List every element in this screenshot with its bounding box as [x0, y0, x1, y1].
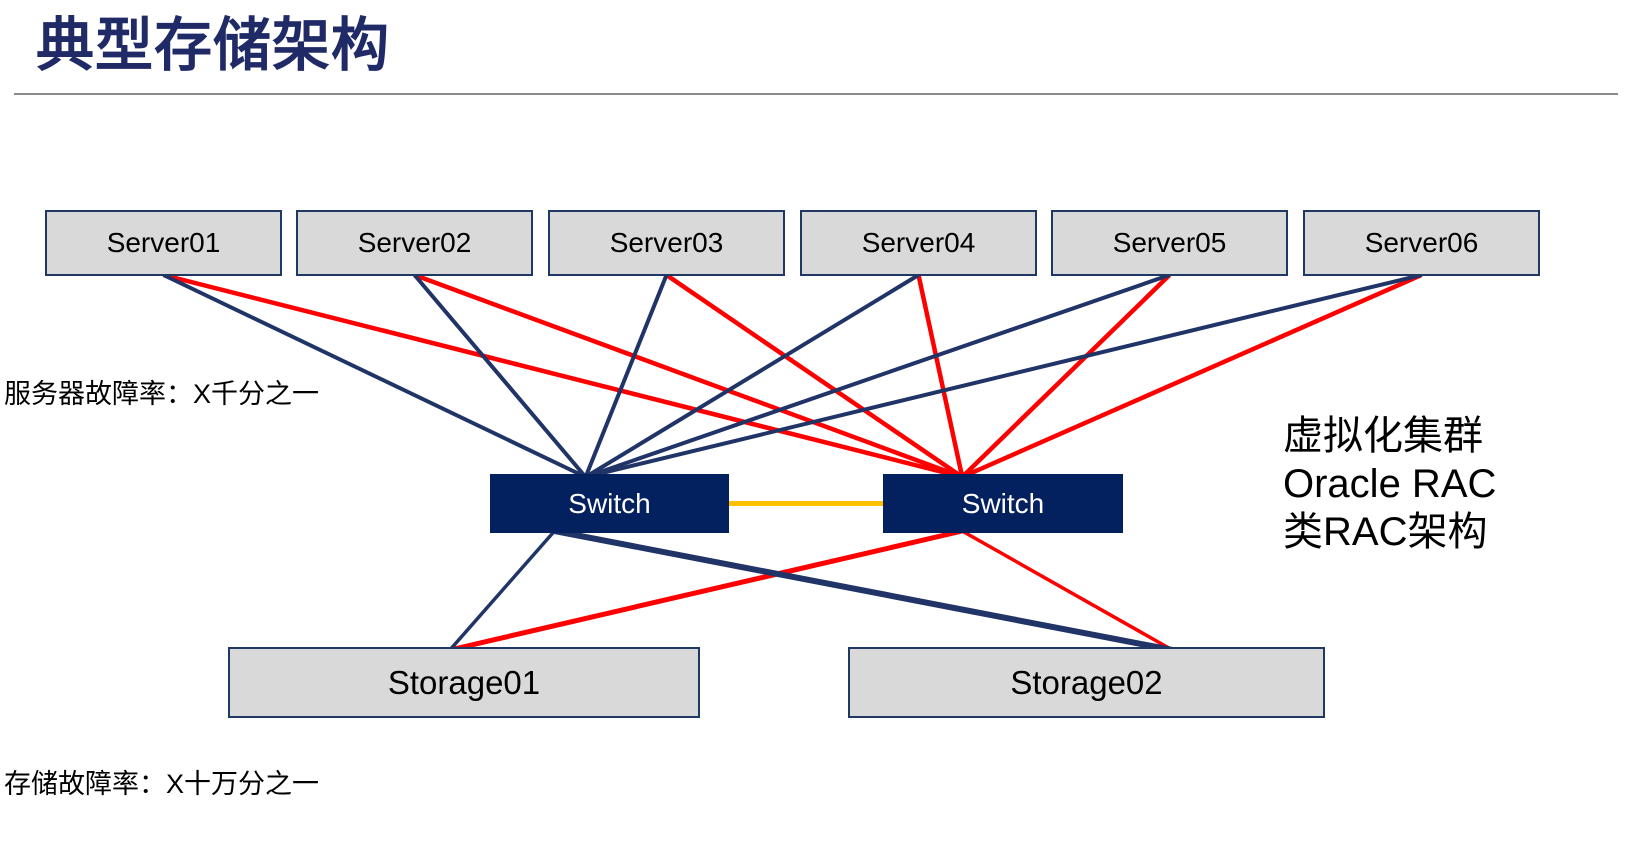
cluster-note-line-2: Oracle RAC: [1283, 462, 1497, 506]
storage-box-01: Storage01: [228, 647, 700, 718]
cluster-note-line-1: 虚拟化集群: [1283, 414, 1483, 458]
switch-box-2: Switch: [883, 474, 1123, 533]
switch2-label: Switch: [961, 487, 1045, 519]
switch1-label: Switch: [568, 487, 651, 519]
title-divider: [14, 93, 1618, 95]
storage01-label: Storage01: [387, 663, 541, 701]
server-box-server01: Server01: [45, 210, 282, 276]
page-title: 典型存储架构: [36, 13, 391, 78]
cluster-note-line-3: 类RAC架构: [1283, 510, 1488, 554]
server04-label: Server04: [861, 227, 976, 258]
cluster-note: 虚拟化集群 Oracle RAC 类RAC架构: [1283, 412, 1496, 556]
server02-label: Server02: [357, 227, 472, 258]
storage-box-02: Storage02: [848, 647, 1325, 718]
server-box-server05: Server05: [1051, 210, 1288, 276]
server01-label: Server01: [106, 227, 221, 258]
server-box-server03: Server03: [548, 210, 785, 276]
storage-failure-rate-note: 存储故障率：X十万分之一: [4, 769, 320, 799]
storage02-label: Storage02: [1010, 663, 1163, 701]
server03-label: Server03: [609, 227, 724, 258]
server-box-server06: Server06: [1303, 210, 1540, 276]
server-box-server04: Server04: [800, 210, 1037, 276]
server-box-server02: Server02: [296, 210, 533, 276]
server06-label: Server06: [1364, 227, 1479, 258]
server05-label: Server05: [1112, 227, 1227, 258]
switch-box-1: Switch: [490, 474, 729, 533]
server-failure-rate-note: 服务器故障率：X千分之一: [4, 379, 320, 409]
